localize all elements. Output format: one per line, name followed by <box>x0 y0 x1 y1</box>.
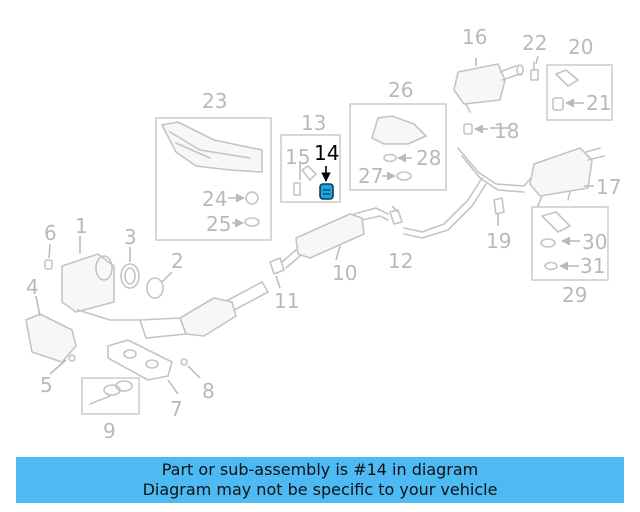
bracket-4-part <box>25 313 77 363</box>
rear-muffler-part <box>453 63 506 105</box>
callout-8: 8 <box>202 379 215 403</box>
front-muffler-part <box>295 213 365 259</box>
callout-16: 16 <box>462 25 487 49</box>
callout-29: 29 <box>562 283 587 307</box>
callout-10: 10 <box>332 261 357 285</box>
callout-7: 7 <box>170 397 183 421</box>
group-box-13 <box>280 134 341 203</box>
callout-2: 2 <box>171 249 184 273</box>
gasket-part <box>146 277 164 299</box>
group-box-20 <box>546 64 613 121</box>
callout-12: 12 <box>388 249 413 273</box>
part-info-banner: Part or sub-assembly is #14 in diagram D… <box>16 457 624 503</box>
group-box-23 <box>155 117 272 241</box>
banner-line-disclaimer: Diagram may not be specific to your vehi… <box>142 480 498 499</box>
intermediate-pipe-part <box>457 147 539 193</box>
hanger-bracket-part <box>301 165 317 181</box>
exhaust-system-diagram: 1 2 3 4 5 6 7 8 9 10 11 12 13 14 15 16 1… <box>25 25 621 443</box>
callout-15: 15 <box>285 145 310 169</box>
callout-19: 19 <box>486 229 511 253</box>
bracket-26-part <box>371 115 427 145</box>
callout-3: 3 <box>124 225 137 249</box>
callout-23: 23 <box>202 89 227 113</box>
group-box-9 <box>81 377 140 415</box>
callout-9: 9 <box>103 419 116 443</box>
callout-22: 22 <box>522 31 547 55</box>
callout-11: 11 <box>274 289 299 313</box>
callout-18: 18 <box>494 119 519 143</box>
callout-6: 6 <box>44 221 57 245</box>
catalytic-converter-part <box>179 297 237 337</box>
callout-20: 20 <box>568 35 593 59</box>
callout-30: 30 <box>582 230 607 254</box>
callout-17: 17 <box>596 175 621 199</box>
banner-line-part-number: Part or sub-assembly is #14 in diagram <box>161 460 479 479</box>
group-box-29 <box>531 206 609 281</box>
heat-shield-part <box>161 121 263 173</box>
callout-24: 24 <box>202 187 227 211</box>
callout-25: 25 <box>206 212 231 236</box>
highlighted-part-14 <box>319 183 334 200</box>
callout-21: 21 <box>586 91 611 115</box>
group-box-26 <box>349 103 447 191</box>
callout-28: 28 <box>416 146 441 170</box>
callout-5: 5 <box>40 373 53 397</box>
callout-14-highlighted: 14 <box>314 141 339 165</box>
callout-1: 1 <box>75 214 88 238</box>
exhaust-gasket-7 <box>107 339 173 381</box>
callout-31: 31 <box>580 254 605 278</box>
clamp-part <box>120 263 140 289</box>
callout-4: 4 <box>26 275 39 299</box>
callout-27: 27 <box>358 164 383 188</box>
callout-13: 13 <box>301 111 326 135</box>
callout-26: 26 <box>388 78 413 102</box>
particulate-filter-part <box>61 253 115 313</box>
center-muffler-part <box>529 147 593 197</box>
